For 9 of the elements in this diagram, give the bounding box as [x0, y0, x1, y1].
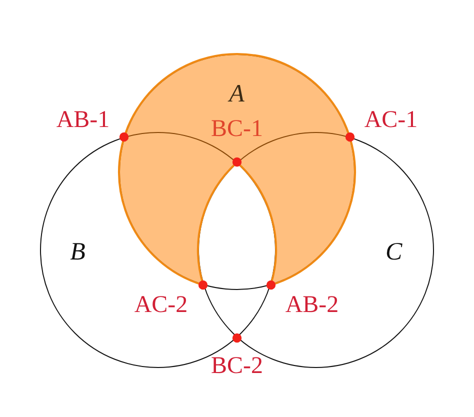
set-label: A: [229, 81, 244, 106]
point-label: AC-1: [364, 108, 418, 132]
point-label: AB-2: [285, 293, 339, 317]
set-label: B: [70, 239, 86, 264]
set-label: C: [385, 239, 402, 264]
point-label: BC-1: [211, 117, 263, 141]
point-label: AB-1: [56, 108, 110, 132]
point-label: BC-2: [211, 354, 263, 378]
point-label: AC-2: [134, 293, 188, 317]
